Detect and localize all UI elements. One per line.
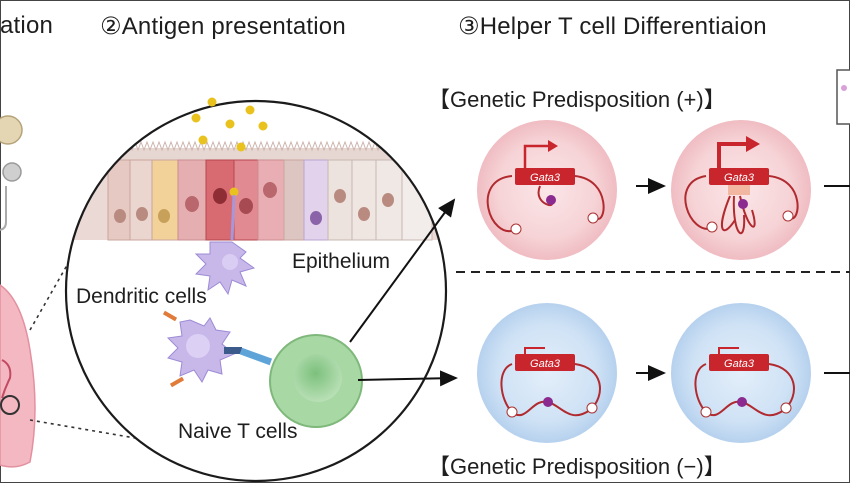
naive-t-cell [269, 334, 363, 428]
legend-box-fragment [836, 69, 850, 125]
dendritic-cell-upper [194, 194, 256, 296]
th-cell-negative-2: Gata3 [671, 303, 811, 443]
svg-text:Gata3: Gata3 [530, 172, 561, 184]
predisposition-negative-label: 【Genetic Predisposition (−)】 [428, 454, 726, 479]
arrow-to-positive [349, 198, 456, 343]
epithelium-layer [66, 140, 446, 241]
lung-illustration [0, 284, 36, 468]
th-cell-negative-1: Gata3 [477, 303, 617, 443]
dendritic-cells-label: Dendritic cells [76, 285, 207, 308]
antigen-particles [191, 97, 268, 197]
predisposition-positive-label: 【Genetic Predisposition (+)】 [428, 87, 726, 112]
stage-3-title: ③Helper T cell Differentiaion [458, 13, 767, 40]
th-cell-positive-2: Gata3 [671, 120, 811, 260]
svg-text:Gata3: Gata3 [724, 172, 755, 184]
dendritic-cell-lower [162, 310, 273, 388]
epithelium-label: Epithelium [292, 250, 391, 273]
svg-text:Gata3: Gata3 [530, 358, 561, 370]
th-cell-positive-1: Gata3 [477, 120, 617, 260]
stage-2-title: ②Antigen presentation [100, 13, 346, 40]
zoom-line-top [29, 231, 87, 331]
arrow-to-negative [357, 370, 458, 387]
stage-1-title: ation [0, 12, 54, 39]
svg-text:Gata3: Gata3 [724, 358, 755, 370]
neuron-illustration [0, 115, 23, 231]
naive-t-cells-label: Naive T cells [178, 420, 298, 443]
